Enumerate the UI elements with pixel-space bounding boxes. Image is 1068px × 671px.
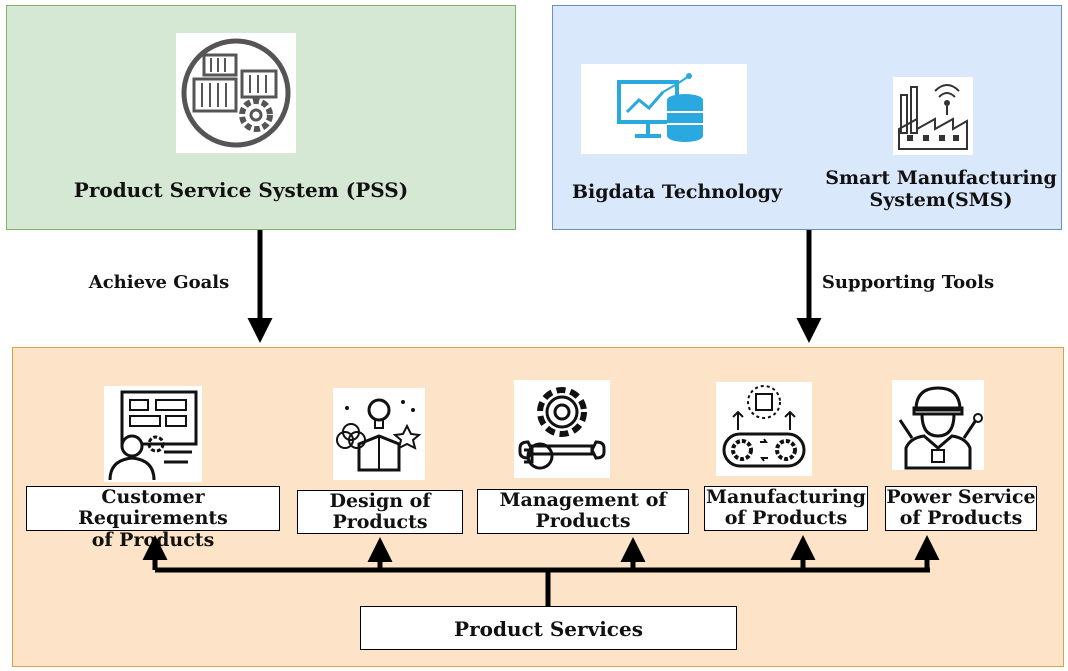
service-box-power-service: Power Service of Products [885,486,1037,531]
sms-label-line1: Smart Manufacturing [825,167,1057,189]
service-box-customer-requirements: Customer Requirements of Products [26,486,280,550]
service-label-line2: of Products [899,507,1023,530]
bigdata-label: Bigdata Technology [572,181,782,203]
pss-title: Product Service System (PSS) [73,178,409,202]
design-ideas-icon [333,388,425,480]
service-label-line2: of Products [724,507,848,530]
service-label-line1: Management of [499,489,667,511]
gear-wrench-icon [514,380,610,478]
conveyor-icon [716,382,812,476]
smart-factory-icon [893,77,973,155]
sms-label: Smart Manufacturing System(SMS) [812,167,1068,212]
sms-label-line2: System(SMS) [869,188,1013,211]
service-box-manufacturing: Manufacturing of Products [704,486,868,531]
service-label-line2: Products [332,511,428,534]
containers-gear-icon [176,33,296,153]
service-label-line1: Manufacturing [706,486,866,508]
service-technician-icon [892,380,984,470]
service-label-line1: Power Service [886,486,1036,508]
service-label-line2: Products [535,510,631,533]
customer-dashboard-icon [104,386,202,482]
supporting-tools-label: Supporting Tools [821,272,995,293]
service-label-line1: Design of [329,490,431,512]
service-box-management: Management of Products [477,489,689,534]
product-services-box: Product Services [360,606,737,650]
monitor-database-icon [581,64,747,154]
product-services-label: Product Services [454,617,643,641]
service-box-design: Design of Products [297,490,463,534]
service-label-line1: Customer Requirements [78,486,228,530]
achieve-goals-label: Achieve Goals [88,272,230,293]
